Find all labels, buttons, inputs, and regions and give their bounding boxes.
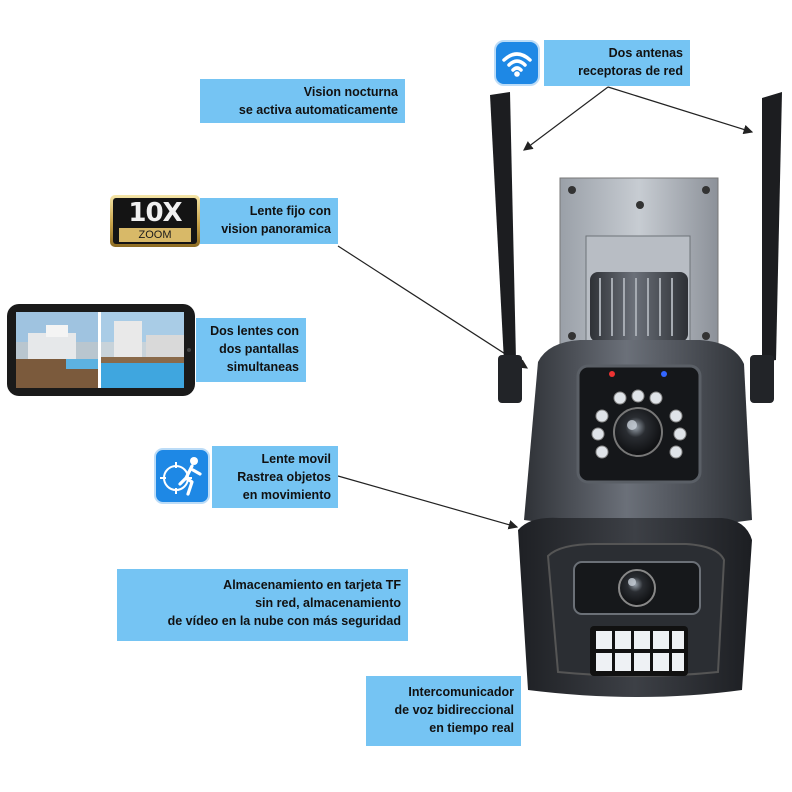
label-moving-lens: Lente movil Rastrea objetos en movimient…: [212, 446, 338, 508]
motion-tracking-icon: [154, 448, 210, 504]
label-moving-lens-line-1: Lente movil: [261, 452, 331, 466]
arrow-moving-lens: [337, 475, 519, 530]
label-intercom-line-3: en tiempo real: [429, 721, 514, 736]
label-intercom-line-2: de voz bidireccional: [394, 703, 514, 718]
label-night-vision: Vision nocturna se activa automaticament…: [200, 79, 405, 123]
label-dual-lens: Dos lentes con dos pantallas simultaneas: [196, 318, 306, 382]
zoom-badge-value: 10X: [128, 198, 182, 228]
label-fixed-lens: Lente fijo con vision panoramica: [200, 198, 338, 244]
right-antenna: [750, 92, 782, 403]
label-intercom-line-1: Intercomunicador: [408, 685, 514, 699]
label-moving-lens-line-3: en movimiento: [242, 488, 331, 503]
label-night-vision-line-1: Vision nocturna: [303, 85, 398, 99]
label-fixed-lens-line-2: vision panoramica: [221, 222, 331, 237]
label-dual-lens-line-2: dos pantallas: [219, 342, 299, 357]
security-camera-image: [490, 92, 782, 697]
label-intercom: Intercomunicador de voz bidireccional en…: [366, 676, 521, 746]
label-antennas: Dos antenas receptoras de red: [544, 40, 690, 86]
label-dual-lens-line-1: Dos lentes con: [210, 324, 299, 338]
arrow-antenna-right: [607, 86, 754, 135]
zoom-badge-caption: ZOOM: [119, 228, 191, 242]
arrow-fixed-lens: [337, 245, 529, 369]
label-antennas-line-1: Dos antenas: [608, 46, 683, 60]
label-storage-line-2: sin red, almacenamiento: [255, 596, 401, 611]
label-fixed-lens-line-1: Lente fijo con: [249, 204, 331, 218]
label-storage: Almacenamiento en tarjeta TF sin red, al…: [117, 569, 408, 641]
label-dual-lens-line-3: simultaneas: [226, 360, 299, 375]
wifi-icon: [494, 40, 540, 86]
label-night-vision-line-2: se activa automaticamente: [238, 103, 398, 118]
label-moving-lens-line-2: Rastrea objetos: [237, 470, 331, 485]
label-storage-line-1: Almacenamiento en tarjeta TF: [223, 578, 401, 592]
label-antennas-line-2: receptoras de red: [578, 64, 683, 79]
phone-dual-view-icon: [6, 303, 196, 397]
zoom-badge-icon: 10X ZOOM: [110, 195, 200, 247]
arrow-antenna-left: [523, 86, 609, 151]
left-antenna: [490, 92, 522, 403]
label-storage-line-3: de vídeo en la nube con más seguridad: [167, 614, 401, 629]
